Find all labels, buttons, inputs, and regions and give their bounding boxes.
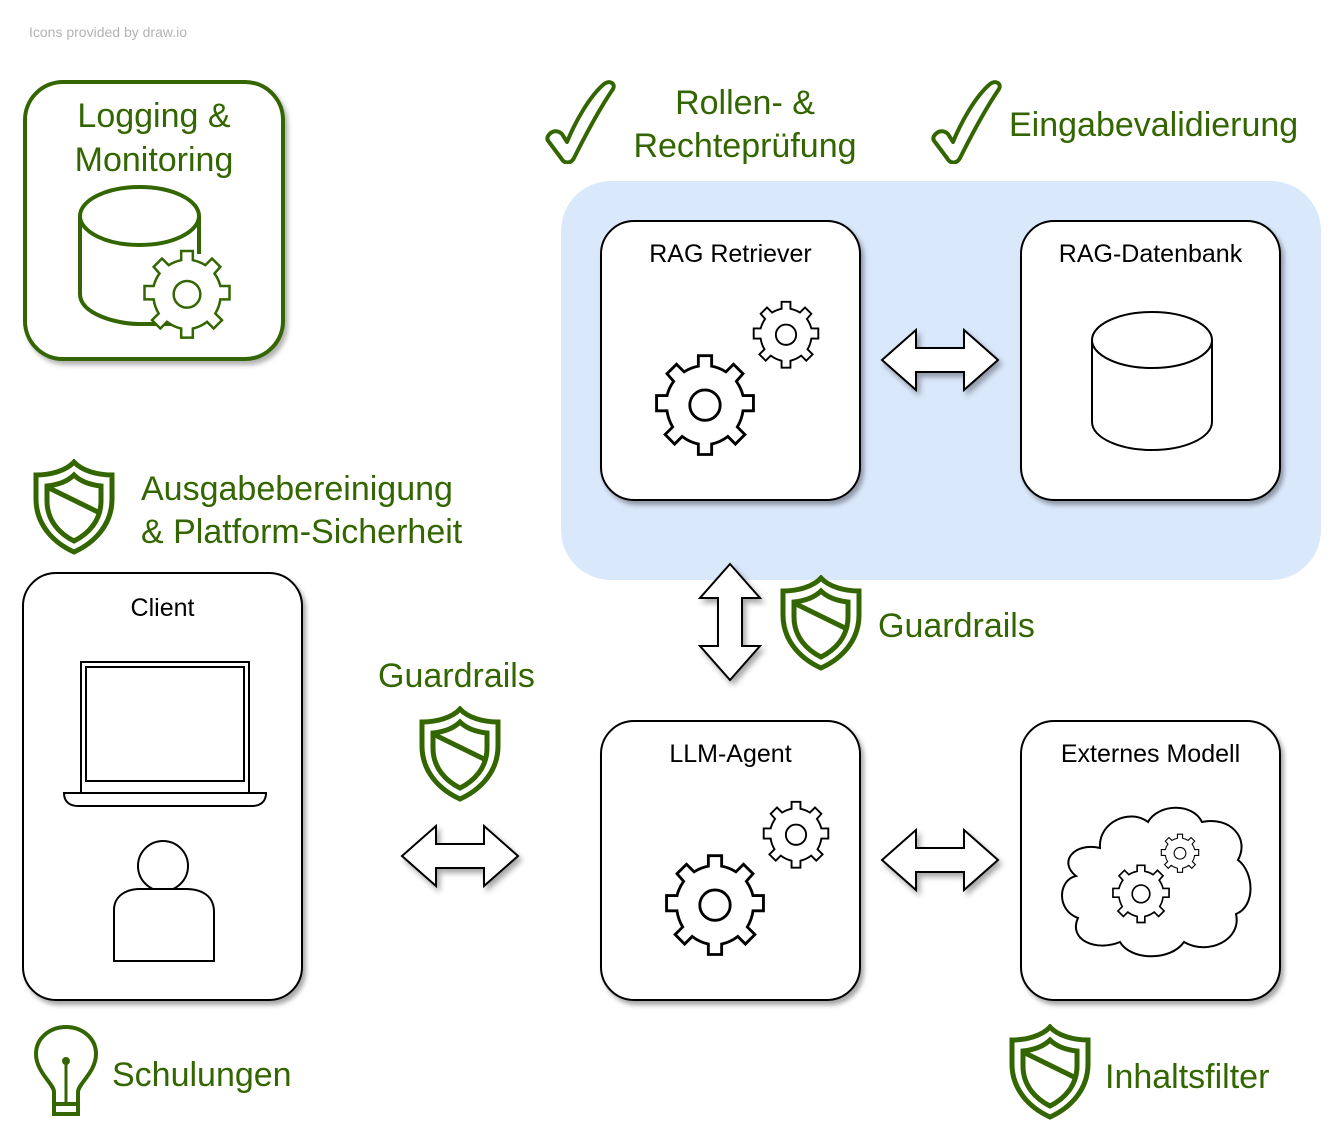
roles-label-line2: Rechteprüfung <box>633 127 857 165</box>
gears-icon <box>655 300 820 456</box>
rag-retriever-label: RAG Retriever <box>649 240 812 268</box>
shield-icon <box>32 459 116 555</box>
credit-note: Icons provided by draw.io <box>29 24 187 40</box>
gears-icon <box>665 800 830 956</box>
bidirectional-arrow <box>881 829 999 891</box>
checkmark-icon <box>931 80 1002 164</box>
database-icon <box>1091 311 1213 452</box>
client-node[interactable]: Client <box>22 572 303 1001</box>
logging-title-line1: Logging & <box>77 97 231 135</box>
bidirectional-arrow-vertical <box>699 563 761 681</box>
input-validation-label: Eingabevalidierung <box>1009 106 1299 144</box>
shield-icon <box>779 575 863 671</box>
lightbulb-icon <box>33 1024 99 1116</box>
checkmark-icon <box>545 80 616 164</box>
training-label: Schulungen <box>112 1056 292 1094</box>
external-model-node[interactable]: Externes Modell <box>1020 720 1281 1001</box>
client-label: Client <box>130 594 195 622</box>
external-model-label: Externes Modell <box>1060 740 1241 768</box>
guardrails-rag-label: Guardrails <box>878 607 1035 645</box>
guardrails-client-label: Guardrails <box>378 657 535 695</box>
output-sanitization-line1: Ausgabebereinigung <box>141 470 453 508</box>
bidirectional-arrow <box>881 329 999 391</box>
cloud-gears-icon <box>1061 806 1252 958</box>
bidirectional-arrow <box>401 825 519 887</box>
database-gear-icon <box>78 185 231 339</box>
roles-rights-check-label: Rollen- & Rechteprüfung <box>620 82 870 168</box>
llm-agent-label: LLM-Agent <box>669 740 792 768</box>
logging-title: Logging & Monitoring <box>27 94 281 182</box>
shield-icon <box>418 706 502 802</box>
rag-database-label: RAG-Datenbank <box>1058 240 1243 268</box>
logging-title-line2: Monitoring <box>74 141 234 179</box>
output-sanitization-line2: & Platform-Sicherheit <box>141 513 463 551</box>
llm-agent-node[interactable]: LLM-Agent <box>600 720 861 1001</box>
shield-icon <box>1008 1024 1092 1120</box>
user-icon <box>113 840 215 962</box>
content-filter-label: Inhaltsfilter <box>1105 1058 1270 1096</box>
roles-label-line1: Rollen- & <box>675 84 815 122</box>
rag-retriever-node[interactable]: RAG Retriever <box>600 220 861 501</box>
logging-monitoring-box[interactable]: Logging & Monitoring <box>23 80 285 361</box>
laptop-icon <box>62 661 268 807</box>
output-sanitization-label: Ausgabebereinigung & Platform-Sicherheit <box>141 468 462 554</box>
rag-database-node[interactable]: RAG-Datenbank <box>1020 220 1281 501</box>
